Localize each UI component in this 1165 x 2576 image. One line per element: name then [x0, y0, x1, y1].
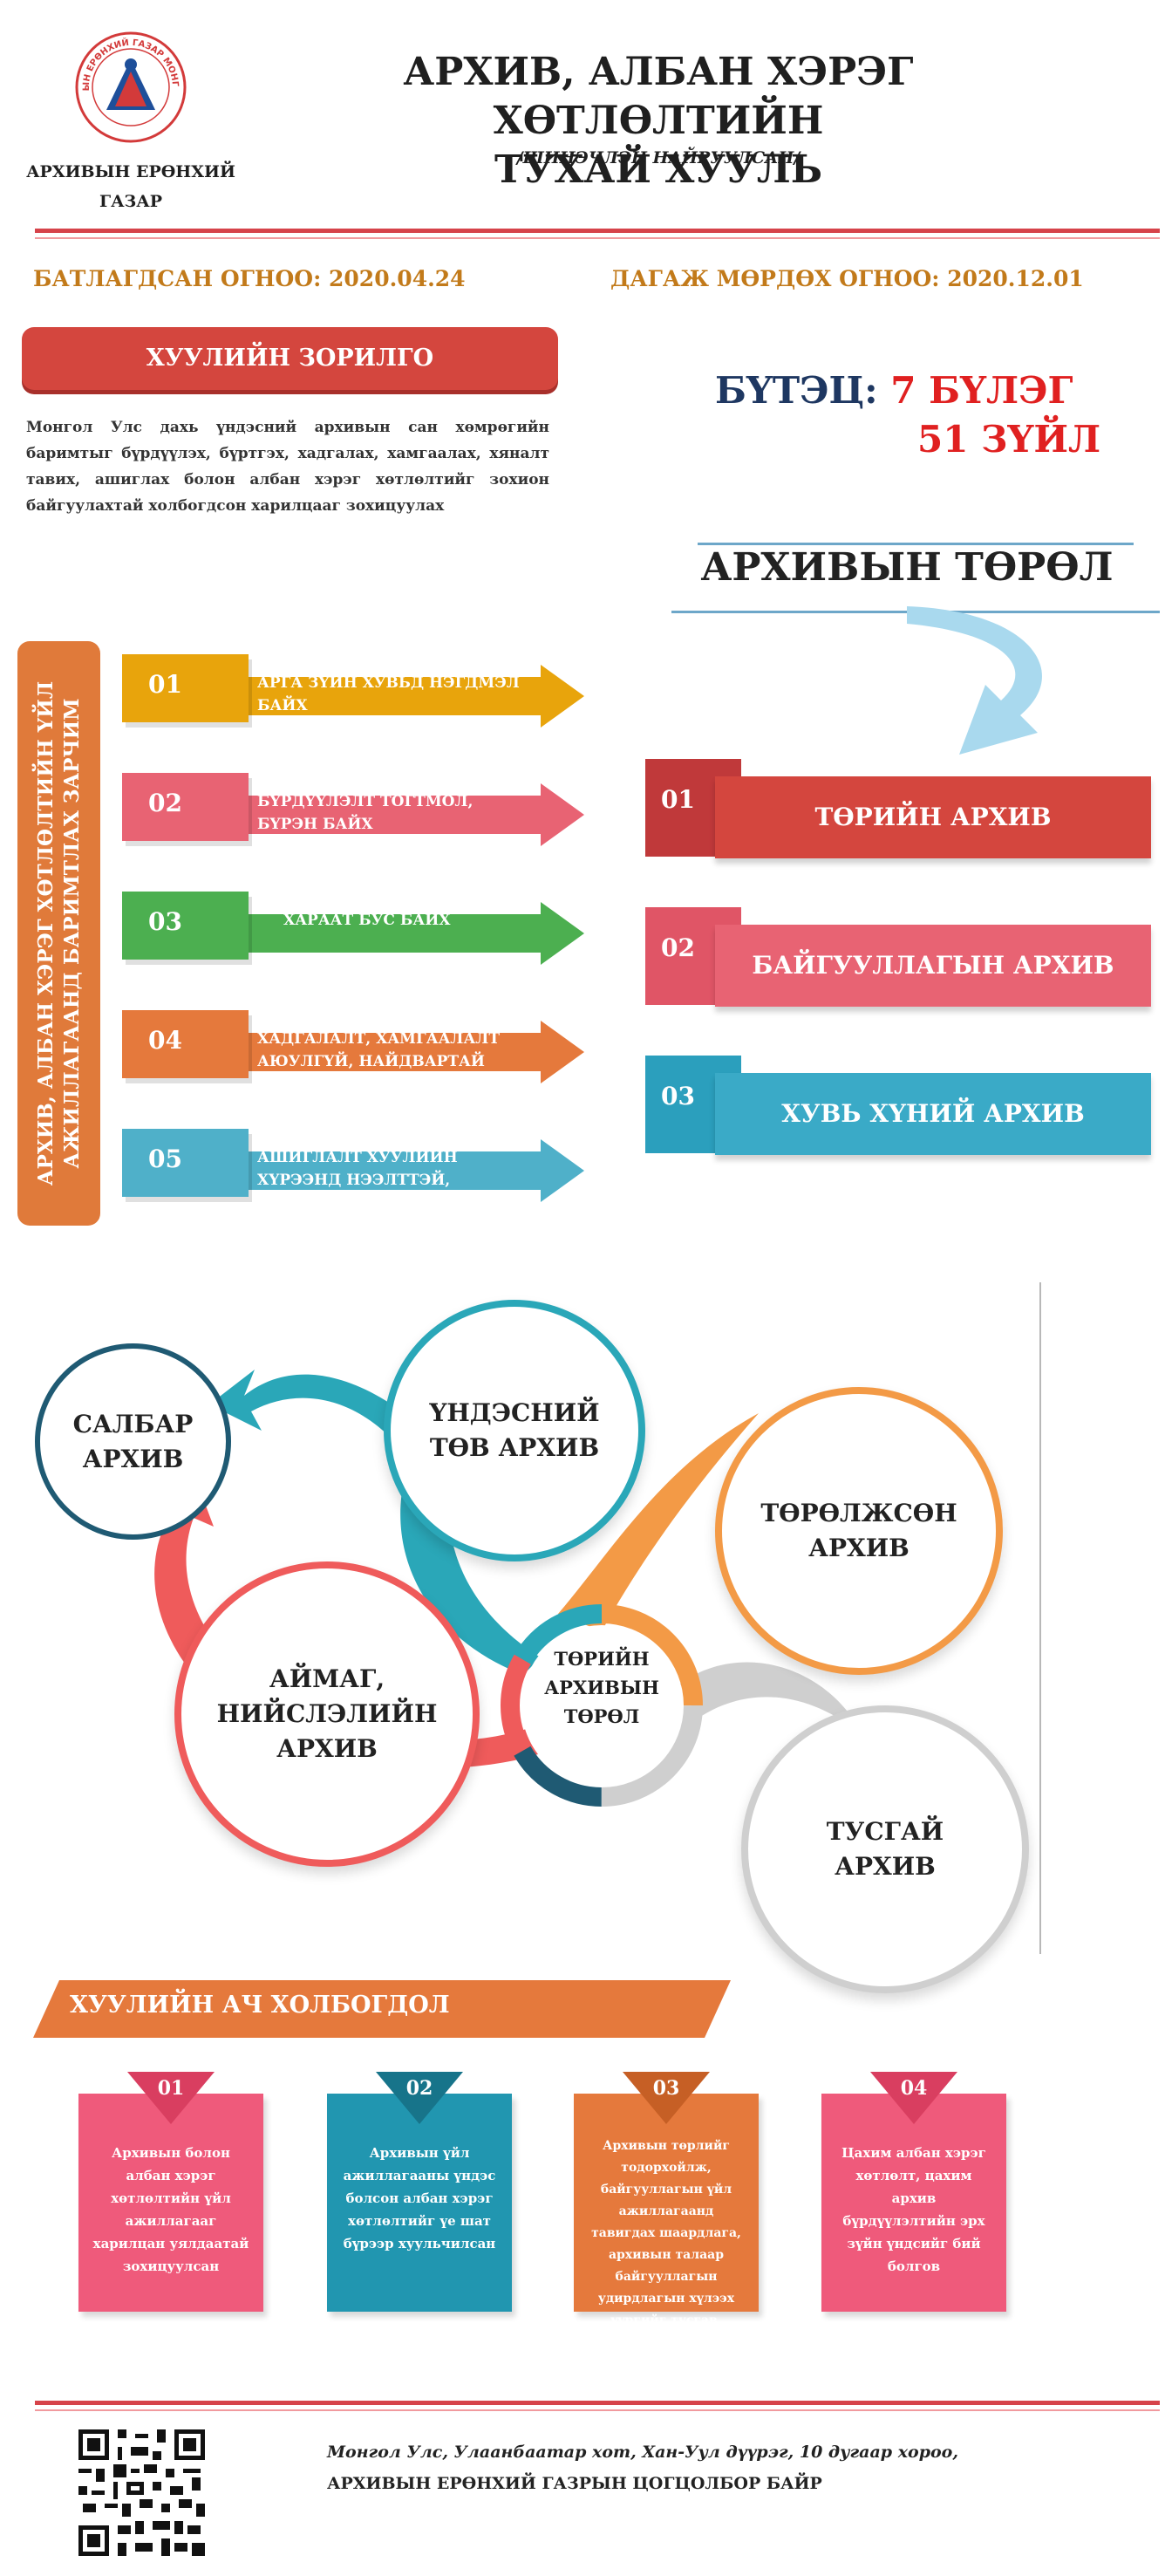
significance-card: Архивын болон албан хэрэг хөтлөлтийн үйл…: [78, 2094, 263, 2312]
aimag-archive-circle: АЙМАГ, НИЙСЛЭЛИЙН АРХИВ: [174, 1561, 480, 1867]
org-logo: АРХИВЫН ЕРӨНХИЙ ГАЗАР МОНГОЛ УЛС: [66, 19, 192, 148]
significance-number-tab: 02: [376, 2072, 463, 2124]
significance-number: 04: [900, 2077, 928, 2100]
structure-block: БҮТЭЦ: 7 БҮЛЭГ 51 ЗҮЙЛ: [715, 366, 1151, 464]
branch-archive-circle: САЛБАР АРХИВ: [35, 1343, 231, 1540]
document-title: АРХИВ, АЛБАН ХЭРЭГ ХӨТЛӨЛТИЙН ТУХАЙ ХУУЛ…: [244, 48, 1073, 195]
structure-label: БҮТЭЦ:: [715, 369, 878, 412]
curved-arrow-icon: [855, 602, 1116, 776]
header-divider-top: [35, 229, 1160, 233]
principle-text: АШИГЛАЛТ ХУУЛИЙН ХҮРЭЭНД НЭЭЛТТЭЙ, ШУУРХ…: [257, 1149, 458, 1212]
special-archive-label: ТУСГАЙ АРХИВ: [826, 1817, 944, 1881]
aimag-archive-label: АЙМАГ, НИЙСЛЭЛИЙН АРХИВ: [216, 1664, 438, 1763]
principle-item: 04 ХАДГАЛАЛТ, ХАМГААЛАЛТ АЮУЛГҮЙ, НАЙДВА…: [122, 1010, 584, 1097]
footer-address-line-2: АРХИВЫН ЕРӨНХИЙ ГАЗРЫН ЦОГЦОЛБОР БАЙР: [327, 2474, 822, 2493]
archive-type-item: 03 ХУВЬ ХҮНИЙ АРХИВ: [645, 1056, 1151, 1160]
title-line-1: АРХИВ, АЛБАН ХЭРЭГ ХӨТЛӨЛТИЙН: [403, 50, 914, 143]
principle-number: 02: [122, 773, 249, 841]
significance-number-tab: 01: [127, 2072, 215, 2124]
org-name: АРХИВЫН ЕРӨНХИЙ ГАЗАР: [26, 162, 235, 211]
branch-archive-label: САЛБАР АРХИВ: [72, 1409, 194, 1473]
approved-date: БАТЛАГДСАН ОГНОО: 2020.04.24: [33, 266, 466, 291]
principle-text: АРГА ЗҮЙН ХУВЬД НЭГДМЭЛ БАЙХ: [257, 674, 520, 714]
significance-text: Архивын төрлийг тодорхойлж, байгууллагын…: [591, 2139, 741, 2327]
national-archive-circle: ҮНДЭСНИЙ ТӨВ АРХИВ: [384, 1300, 645, 1561]
significance-card: Архивын үйл ажиллагааны үндэс болсон алб…: [327, 2094, 512, 2312]
significance-number: 02: [405, 2077, 433, 2100]
structure-chapters: 7 БҮЛЭГ: [890, 369, 1073, 412]
center-ring: [493, 1596, 711, 1814]
significance-number: 03: [652, 2077, 680, 2100]
diagram-divider: [1039, 1282, 1041, 1954]
archive-type-item: 01 ТӨРИЙН АРХИВ: [645, 759, 1151, 864]
footer-divider-thin: [35, 2409, 1160, 2411]
significance-card: Архивын төрлийг тодорхойлж, байгууллагын…: [574, 2094, 759, 2327]
significance-text: Цахим албан хэрэг хөтлөлт, цахим архив б…: [841, 2145, 986, 2274]
type-title-rule-top: [698, 543, 1134, 545]
principle-number: 01: [122, 654, 249, 722]
principle-item: 01 АРГА ЗҮЙН ХУВЬД НЭГДМЭЛ БАЙХ: [122, 654, 584, 741]
principles-label: АРХИВ, АЛБАН ХЭРЭГ ХӨТЛӨЛТИЙН ҮЙЛ АЖИЛЛА…: [17, 641, 100, 1226]
significance-text: Архивын үйл ажиллагааны үндэс болсон алб…: [343, 2145, 496, 2251]
principle-number: 03: [122, 892, 249, 960]
footer-address-line-1: Монгол Улс, Улаанбаатар хот, Хан-Уул дүү…: [327, 2443, 958, 2462]
arrow-right-icon: [244, 1021, 584, 1083]
effective-date: ДАГАЖ МӨРДӨХ ОГНОО: 2020.12.01: [610, 266, 1084, 291]
principle-item: 02 БҮРДҮҮЛЭЛТ ТОГТМОЛ, БҮРЭН БАЙХ: [122, 773, 584, 860]
significance-card: Цахим албан хэрэг хөтлөлт, цахим архив б…: [821, 2094, 1006, 2312]
principle-text: ХАРААТ БУС БАЙХ: [283, 912, 451, 929]
principle-number: 04: [122, 1010, 249, 1078]
document-subtitle: /ШИНЭЧЛЭН НАЙРУУЛСАН/: [516, 148, 801, 167]
significance-number: 01: [157, 2077, 185, 2100]
arrow-right-icon: [244, 783, 584, 846]
purpose-text: Монгол Улс дахь үндэсний архивын сан хөм…: [26, 419, 549, 515]
archive-type-label: ТӨРИЙН АРХИВ: [715, 776, 1151, 858]
significance-number-tab: 04: [870, 2072, 957, 2124]
principle-item: 03 ХАРААТ БУС БАЙХ: [122, 892, 584, 979]
specialized-archive-label: ТӨРӨЛЖСӨН АРХИВ: [760, 1499, 957, 1562]
archive-types-title: АРХИВЫН ТӨРӨЛ: [700, 545, 1114, 590]
principle-text: ХАДГАЛАЛТ, ХАМГААЛАЛТ АЮУЛГҮЙ, НАЙДВАРТА…: [257, 1030, 500, 1093]
principle-item: 05 АШИГЛАЛТ ХУУЛИЙН ХҮРЭЭНД НЭЭЛТТЭЙ, ШУ…: [122, 1129, 584, 1216]
purpose-banner: ХУУЛИЙН ЗОРИЛГО: [22, 327, 558, 390]
arrow-right-icon: [244, 665, 584, 728]
principles-label-text: АРХИВ, АЛБАН ХЭРЭГ ХӨТЛӨЛТИЙН ҮЙЛ АЖИЛЛА…: [33, 680, 84, 1186]
archive-type-item: 02 БАЙГУУЛЛАГЫН АРХИВ: [645, 907, 1151, 1012]
significance-number-tab: 03: [623, 2072, 710, 2124]
special-archive-circle: ТУСГАЙ АРХИВ: [741, 1705, 1029, 1993]
archive-type-label: БАЙГУУЛЛАГЫН АРХИВ: [715, 925, 1151, 1007]
title-line-2: ТУХАЙ ХУУЛЬ: [494, 147, 823, 192]
principles-panel: [17, 641, 100, 1226]
center-label: ТӨРИЙН АРХИВЫН ТӨРӨЛ: [544, 1648, 659, 1727]
structure-articles: 51 ЗҮЙЛ: [917, 418, 1101, 461]
arrow-right-icon: [244, 1139, 584, 1202]
specialized-archive-circle: ТӨРӨЛЖСӨН АРХИВ: [715, 1387, 1003, 1675]
national-archive-label: ҮНДЭСНИЙ ТӨВ АРХИВ: [429, 1398, 600, 1462]
significance-title: ХУУЛИЙН АЧ ХОЛБОГДОЛ: [70, 1992, 450, 2019]
significance-text: Архивын болон албан хэрэг хөтлөлтийн үйл…: [92, 2145, 249, 2274]
footer-divider: [35, 2401, 1160, 2405]
principle-text: БҮРДҮҮЛЭЛТ ТОГТМОЛ, БҮРЭН БАЙХ: [257, 793, 473, 833]
qr-code-icon: [74, 2425, 209, 2560]
principle-number: 05: [122, 1129, 249, 1197]
significance-banner: [33, 1980, 731, 2038]
arrow-right-icon: [244, 902, 584, 965]
archive-type-label: ХУВЬ ХҮНИЙ АРХИВ: [715, 1073, 1151, 1155]
header-divider-thin: [35, 237, 1160, 239]
